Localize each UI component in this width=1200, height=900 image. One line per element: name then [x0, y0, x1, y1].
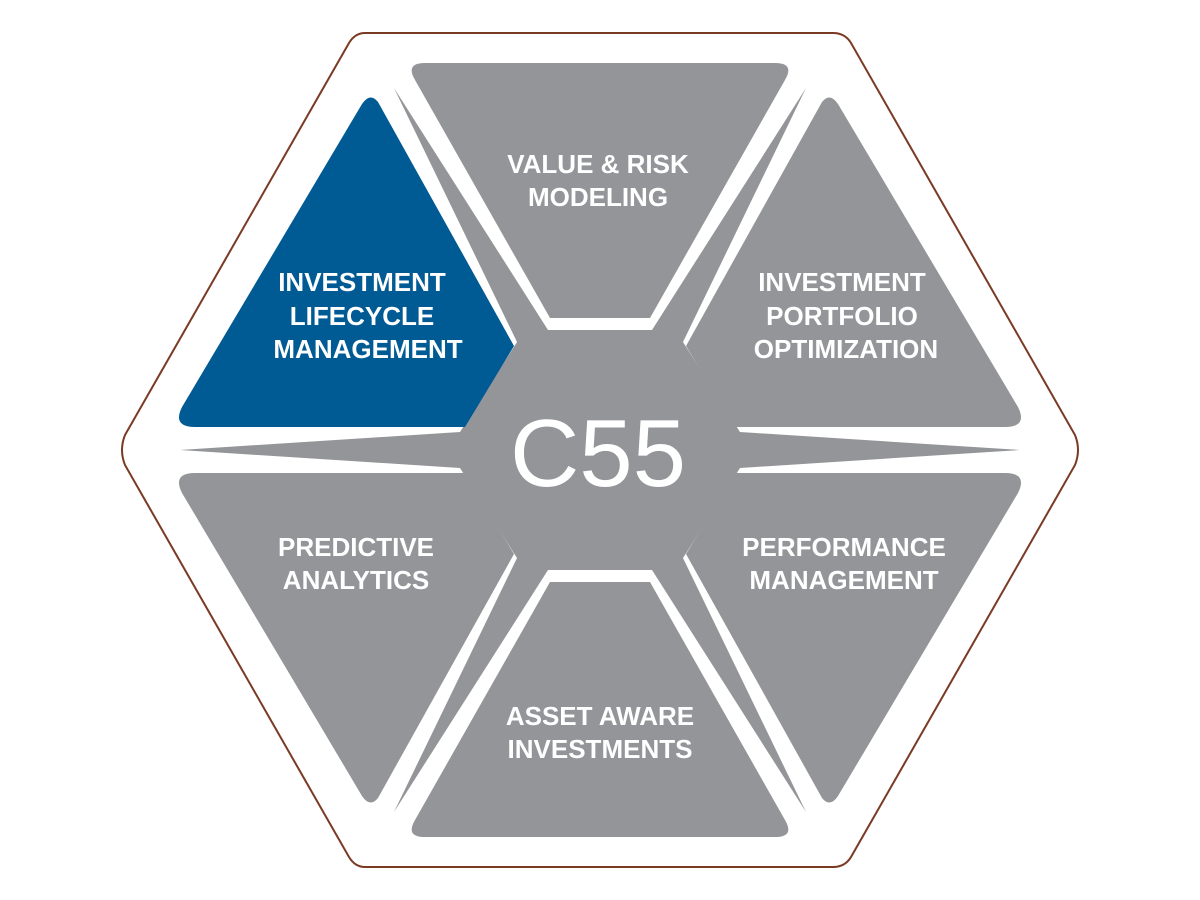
segment-label-line: INVESTMENT [278, 267, 446, 297]
segment-label-upper-right: INVESTMENT PORTFOLIO OPTIMIZATION [754, 267, 938, 364]
segment-asset-aware-investments[interactable] [411, 582, 789, 837]
segment-label-line: PORTFOLIO [766, 301, 918, 331]
segment-label-line: VALUE & RISK [507, 149, 689, 179]
segment-label-upper-left: INVESTMENT LIFECYCLE MANAGEMENT [273, 267, 462, 364]
segment-label-line: MANAGEMENT [749, 565, 938, 595]
center-hub [180, 88, 1020, 812]
segment-label-line: ANALYTICS [283, 565, 429, 595]
segment-label-line: ASSET AWARE [506, 701, 694, 731]
segment-label-lower-left: PREDICTIVE ANALYTICS [278, 532, 434, 595]
segment-label-line: OPTIMIZATION [754, 334, 938, 364]
segment-predictive-analytics[interactable] [178, 473, 514, 803]
segment-label-top: VALUE & RISK MODELING [507, 149, 689, 212]
segment-investment-lifecycle-management[interactable] [178, 97, 514, 428]
segment-label-line: INVESTMENTS [508, 734, 693, 764]
center-label: C55 [510, 400, 686, 507]
segment-label-line: MODELING [528, 182, 668, 212]
segment-label-bottom: ASSET AWARE INVESTMENTS [506, 701, 694, 764]
segment-label-lower-right: PERFORMANCE MANAGEMENT [742, 532, 946, 595]
segment-label-line: MANAGEMENT [273, 334, 462, 364]
segment-label-line: PREDICTIVE [278, 532, 434, 562]
segment-value-risk-modeling[interactable] [411, 63, 789, 318]
segment-investment-portfolio-optimization[interactable] [686, 97, 1022, 428]
segment-label-line: LIFECYCLE [290, 301, 434, 331]
segment-label-line: PERFORMANCE [742, 532, 946, 562]
segment-label-line: INVESTMENT [758, 267, 926, 297]
segment-performance-management[interactable] [686, 473, 1022, 803]
